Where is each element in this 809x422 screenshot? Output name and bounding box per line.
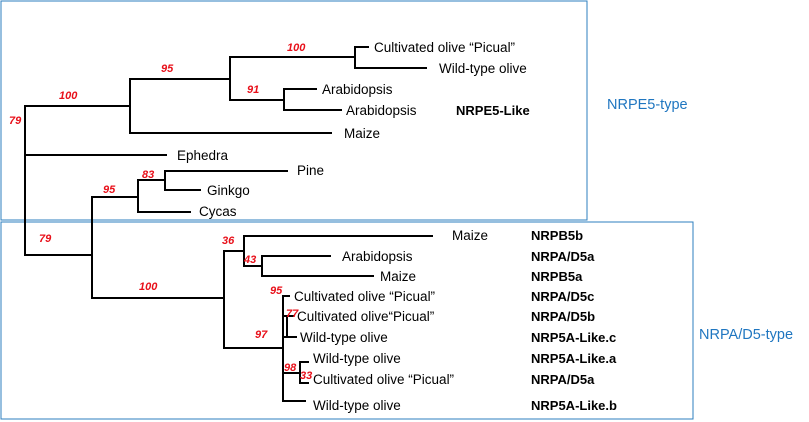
leaf-label: Arabidopsis (342, 249, 413, 264)
bootstrap-value: 91 (247, 84, 259, 96)
leaf-tag: NRPA/D5a (531, 249, 595, 264)
bootstrap-value: 98 (284, 362, 297, 374)
leaf-label: Wild-type olive (300, 330, 388, 345)
leaf-label: Cultivated olive “Picual” (374, 40, 515, 55)
leaf-tag: NRPA/D5a (531, 372, 595, 387)
leaf-tag: NRP5A-Like.c (531, 330, 616, 345)
leaf-label: Arabidopsis (346, 103, 417, 118)
bootstrap-value: 77 (286, 308, 299, 320)
leaf-label: Ephedra (177, 148, 229, 163)
leaf-label: Arabidopsis (322, 82, 393, 97)
leaf-label: Ginkgo (207, 183, 250, 198)
leaf-label: Maize (380, 269, 416, 284)
branch-lower-split (91, 196, 225, 299)
bootstrap-value: 95 (270, 285, 283, 297)
bootstrap-value: 83 (142, 169, 154, 181)
group-label-nrpa-d5: NRPA/D5-type (699, 327, 793, 343)
branch-olive-cluster (282, 295, 306, 402)
bootstrap-value: 95 (161, 63, 174, 75)
branch-angiosperm-clade (24, 105, 167, 156)
group-label-nrpe5: NRPE5-type (607, 97, 688, 113)
bootstrap-value: 33 (300, 370, 312, 382)
branch-root (24, 130, 93, 256)
bootstrap-value: 97 (255, 329, 268, 341)
leaf-label: Maize (344, 126, 380, 141)
leaf-label: Wild-type olive (313, 398, 401, 413)
bootstrap-value: 43 (243, 254, 256, 266)
leaf-tag: NRPE5-Like (456, 103, 530, 118)
bootstrap-value: 100 (59, 90, 78, 102)
leaf-label: Wild-type olive (439, 61, 527, 76)
leaf-label: Cultivated olive “Picual” (313, 372, 454, 387)
leaf-tag: NRP5A-Like.a (531, 351, 617, 366)
leaf-label: Cultivated olive “Picual” (294, 289, 435, 304)
leaf-tag: NRPB5b (531, 228, 583, 243)
branch-olive-subcluster (282, 315, 297, 338)
leaf-label: Pine (297, 163, 324, 178)
tree-branches (24, 46, 433, 402)
leaf-tag: NRPA/D5c (531, 289, 594, 304)
nrpe5-group-box (0, 0, 588, 221)
leaf-tag: NRPA/D5b (531, 309, 595, 324)
bootstrap-value: 36 (222, 235, 235, 247)
bootstrap-value: 95 (103, 184, 116, 196)
bootstrap-value: 79 (9, 115, 22, 127)
leaf-label: Cycas (199, 204, 237, 219)
bootstrap-value: 100 (139, 281, 158, 293)
branch-olive-subcluster-b (282, 361, 309, 384)
nrpa-d5-group-box (0, 221, 694, 420)
bootstrap-value: 100 (287, 42, 306, 54)
leaf-label: Cultivated olive“Picual” (297, 309, 434, 324)
leaf-label: Maize (452, 228, 488, 243)
leaf-tag: NRPB5a (531, 269, 583, 284)
leaf-tag: NRP5A-Like.b (531, 398, 617, 413)
leaf-label: Wild-type olive (313, 351, 401, 366)
branch-nrpa-split (223, 250, 284, 349)
bootstrap-value: 79 (39, 233, 52, 245)
